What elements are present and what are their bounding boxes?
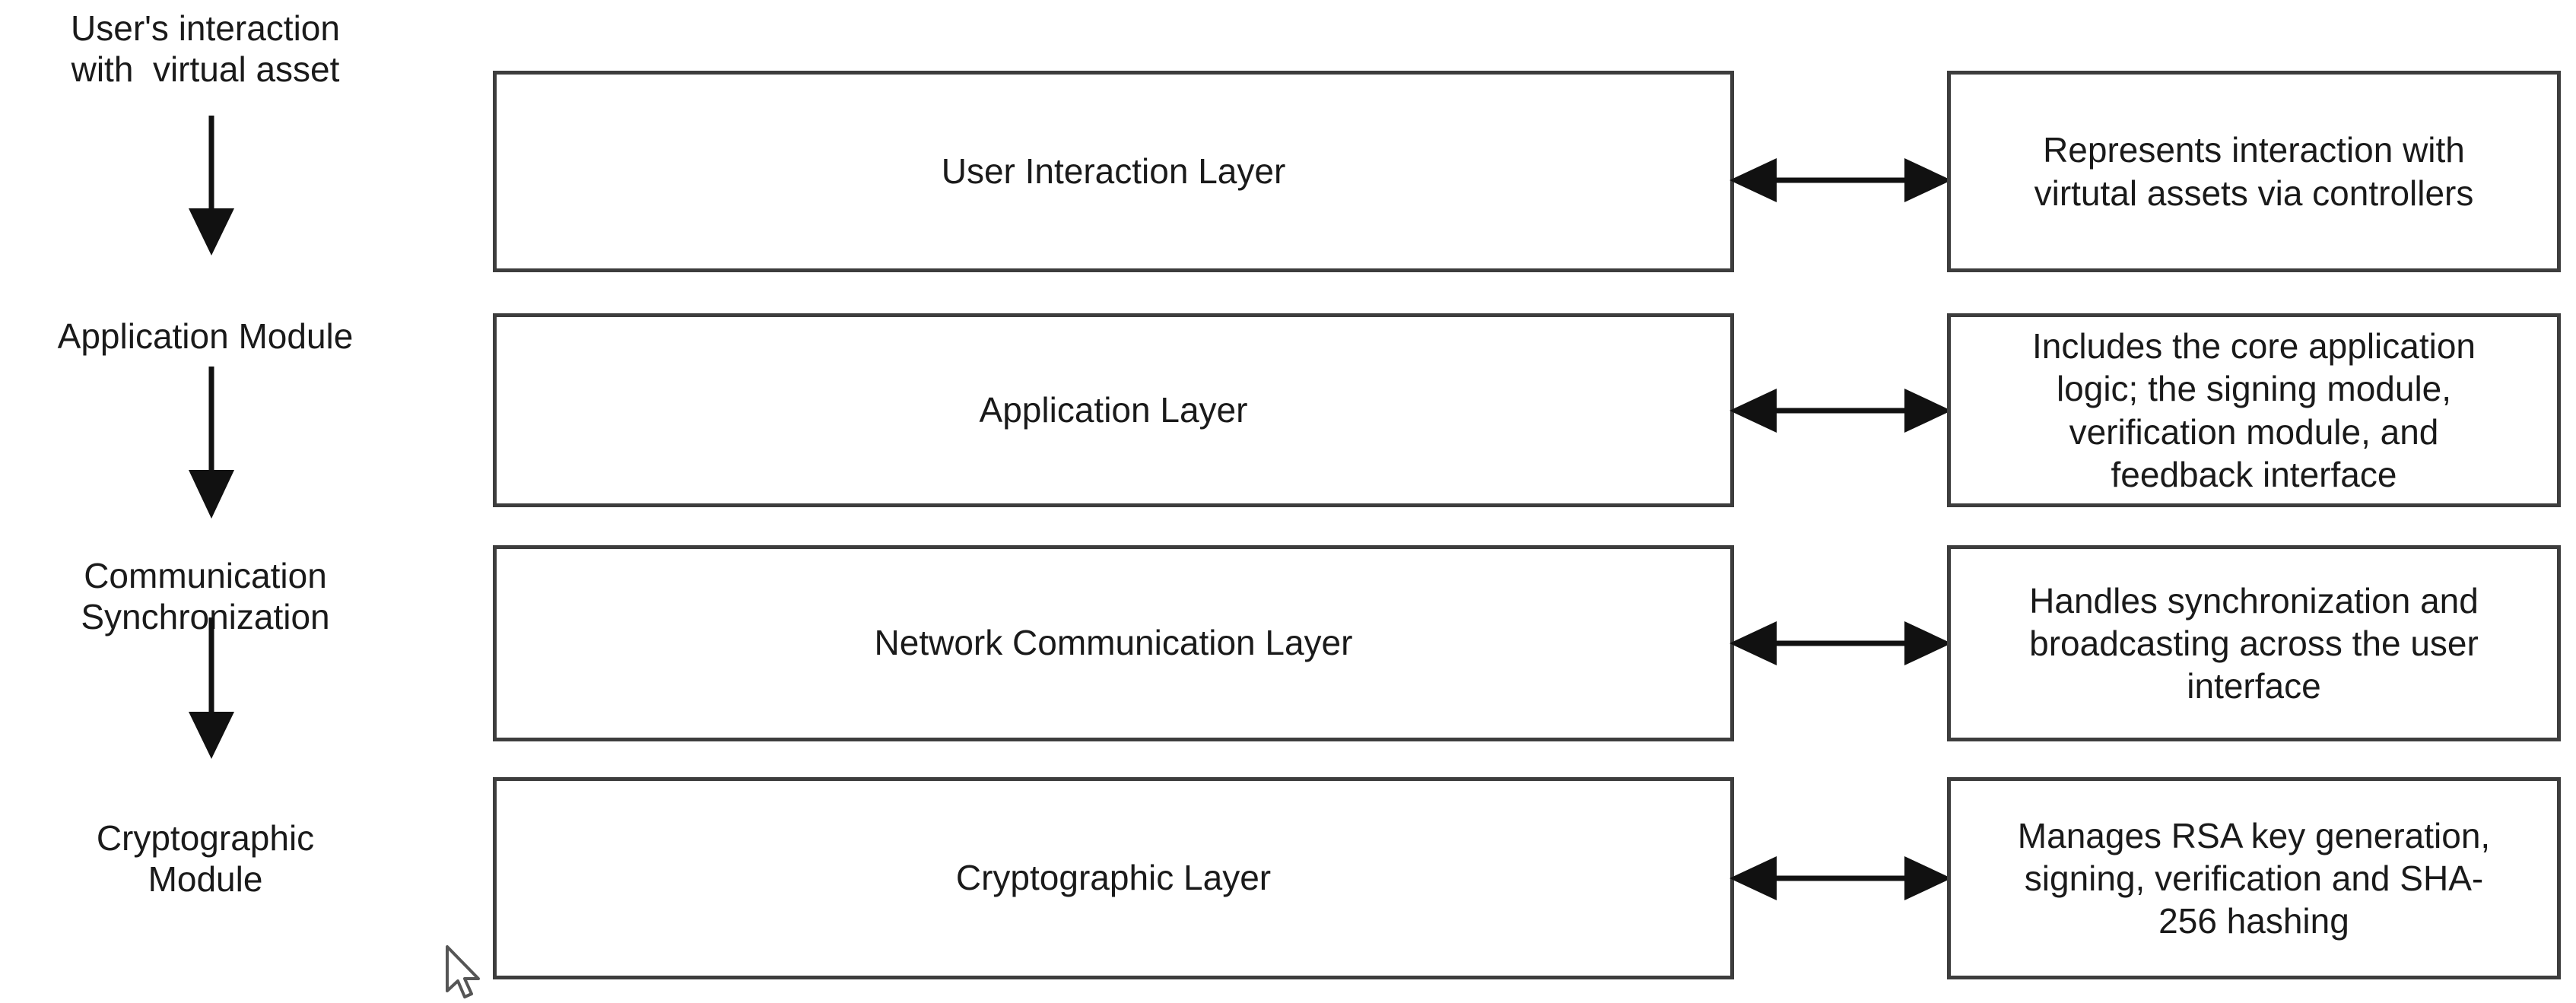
description-box-network-communication[interactable]: Handles synchronization and broadcasting… <box>1947 545 2561 741</box>
description-box-text: Handles synchronization and broadcasting… <box>2029 580 2479 706</box>
left-label-communication-synchronization: Communication Synchronization <box>81 556 330 637</box>
left-label-user-interaction: User's interaction with virtual asset <box>71 8 340 90</box>
description-box-user-interaction[interactable]: Represents interaction with virtutal ass… <box>1947 71 2561 272</box>
description-box-cryptographic[interactable]: Manages RSA key generation, signing, ver… <box>1947 777 2561 979</box>
down-arrow-icon-1 <box>158 116 265 256</box>
description-box-text: Includes the core application logic; the… <box>2031 326 2476 494</box>
layer-box-cryptographic[interactable]: Cryptographic Layer <box>493 777 1734 979</box>
description-box-application[interactable]: Includes the core application logic; the… <box>1947 313 2561 507</box>
layer-box-label: Application Layer <box>979 389 1248 430</box>
down-arrow-icon-3 <box>158 617 265 759</box>
layer-box-user-interaction[interactable]: User Interaction Layer <box>493 71 1734 272</box>
left-label-application-module: Application Module <box>57 316 354 356</box>
bidirectional-arrow-icon-1 <box>1730 146 1952 214</box>
down-arrow-icon-2 <box>158 367 265 519</box>
layer-box-label: Cryptographic Layer <box>955 858 1272 898</box>
layer-box-application[interactable]: Application Layer <box>493 313 1734 507</box>
bidirectional-arrow-icon-4 <box>1730 844 1952 913</box>
left-label-cryptographic-module: Cryptographic Module <box>96 818 315 900</box>
layer-box-label: User Interaction Layer <box>941 151 1286 191</box>
description-box-text: Manages RSA key generation, signing, ver… <box>2017 815 2491 941</box>
bidirectional-arrow-icon-3 <box>1730 609 1952 678</box>
mouse-pointer-icon <box>445 945 491 1003</box>
description-box-text: Represents interaction with virtutal ass… <box>2034 130 2474 213</box>
layer-box-network-communication[interactable]: Network Communication Layer <box>493 545 1734 741</box>
bidirectional-arrow-icon-2 <box>1730 376 1952 445</box>
layer-box-label: Network Communication Layer <box>874 623 1353 663</box>
